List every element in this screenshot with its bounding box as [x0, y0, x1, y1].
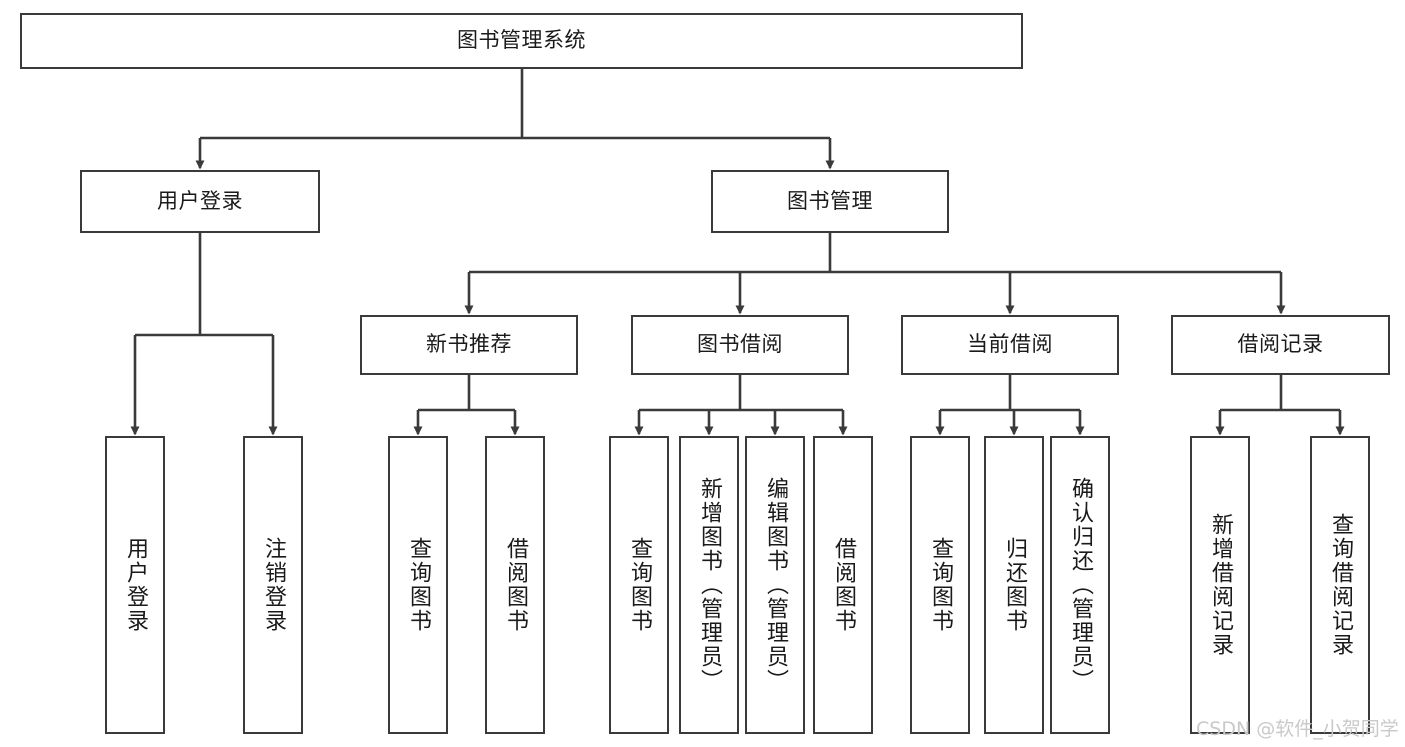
leaf-borrow-book-1[interactable]: 借阅图书: [485, 436, 545, 734]
leaf-user-login-label: 用户登录: [123, 537, 148, 633]
node-user-login-label: 用户登录: [157, 188, 243, 213]
leaf-return-book[interactable]: 归还图书: [984, 436, 1044, 734]
leaf-edit-book[interactable]: 编辑图书（管理员）: [745, 436, 805, 734]
leaf-user-login[interactable]: 用户登录: [105, 436, 165, 734]
leaf-logout-label: 注销登录: [261, 537, 286, 633]
node-borrow-record-label: 借阅记录: [1237, 332, 1324, 357]
node-root[interactable]: 图书管理系统: [20, 13, 1023, 69]
edges-group: [130, 69, 1345, 436]
leaf-confirm-return-label: 确认归还（管理员）: [1068, 477, 1093, 693]
leaf-return-book-label: 归还图书: [1002, 537, 1027, 633]
node-book-management-label: 图书管理: [787, 188, 873, 213]
leaf-query-book-1-label: 查询图书: [406, 537, 431, 633]
leaf-logout[interactable]: 注销登录: [243, 436, 303, 734]
leaf-query-borrow-record[interactable]: 查询借阅记录: [1310, 436, 1370, 734]
node-book-borrow[interactable]: 图书借阅: [631, 315, 849, 375]
leaf-query-book-1[interactable]: 查询图书: [388, 436, 448, 734]
leaf-add-book[interactable]: 新增图书（管理员）: [679, 436, 739, 734]
node-new-book-recommend-label: 新书推荐: [426, 332, 512, 357]
node-user-login[interactable]: 用户登录: [80, 170, 320, 233]
leaf-borrow-book-2-label: 借阅图书: [831, 537, 856, 633]
node-current-borrow[interactable]: 当前借阅: [901, 315, 1119, 375]
leaf-add-book-label: 新增图书（管理员）: [697, 477, 722, 693]
leaf-query-book-2-label: 查询图书: [627, 537, 652, 633]
node-book-borrow-label: 图书借阅: [697, 332, 783, 357]
node-current-borrow-label: 当前借阅: [967, 332, 1053, 357]
node-new-book-recommend[interactable]: 新书推荐: [360, 315, 578, 375]
leaf-borrow-book-2[interactable]: 借阅图书: [813, 436, 873, 734]
leaf-query-borrow-record-label: 查询借阅记录: [1328, 513, 1353, 657]
leaf-query-book-2[interactable]: 查询图书: [609, 436, 669, 734]
leaf-borrow-book-1-label: 借阅图书: [503, 537, 528, 633]
leaf-add-borrow-record[interactable]: 新增借阅记录: [1190, 436, 1250, 734]
leaf-query-book-3[interactable]: 查询图书: [910, 436, 970, 734]
leaf-add-borrow-record-label: 新增借阅记录: [1208, 513, 1233, 657]
node-book-management[interactable]: 图书管理: [711, 170, 949, 233]
node-borrow-record[interactable]: 借阅记录: [1171, 315, 1390, 375]
node-root-label: 图书管理系统: [457, 28, 586, 53]
leaf-query-book-3-label: 查询图书: [928, 537, 953, 633]
leaf-edit-book-label: 编辑图书（管理员）: [763, 477, 788, 693]
leaf-confirm-return[interactable]: 确认归还（管理员）: [1050, 436, 1110, 734]
csdn-watermark: CSDN @软件_小贺同学: [1196, 718, 1399, 740]
